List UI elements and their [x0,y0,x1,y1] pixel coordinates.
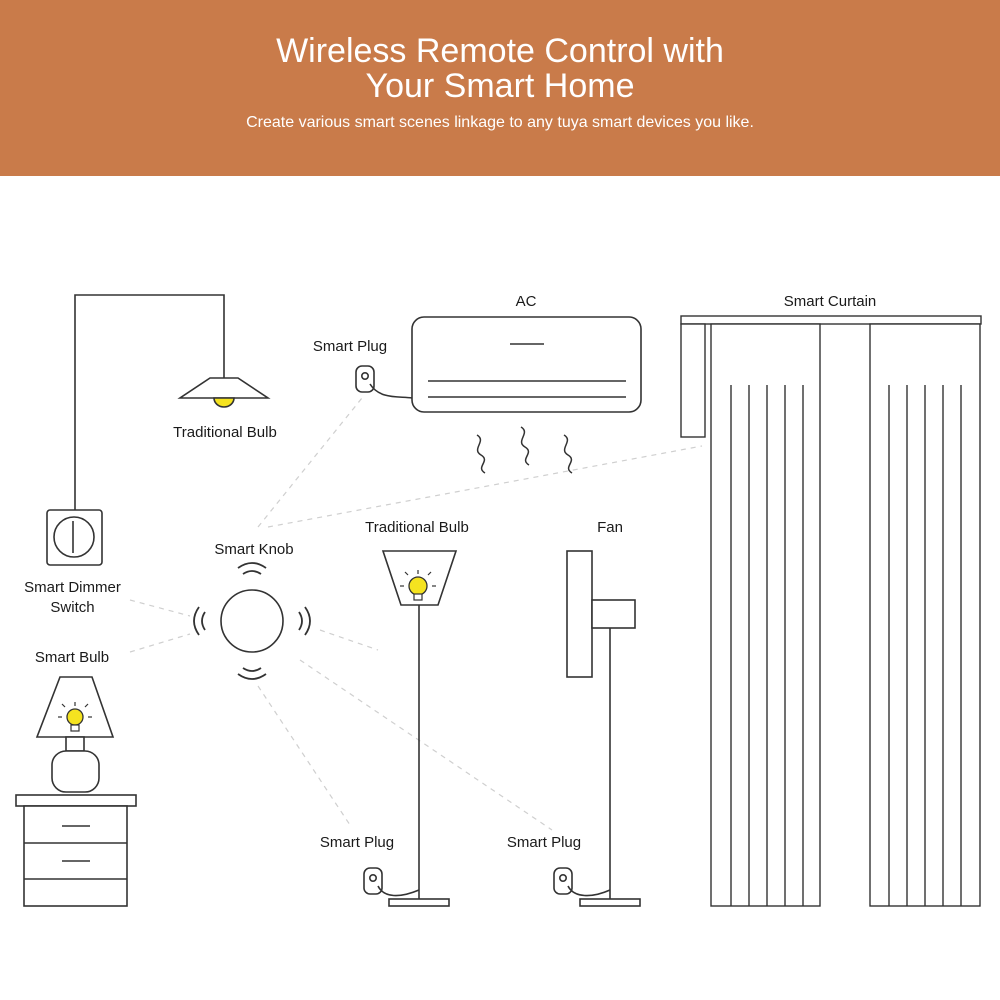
ac-unit-icon [411,316,642,413]
smart-knob-icon [220,589,284,653]
link-knob-fan-plug [299,659,553,831]
label-ac: AC [515,293,537,310]
label-fan: Fan [597,519,623,536]
link-knob-ac-plug [257,397,363,528]
label-traditional-bulb-floor: Traditional Bulb [365,519,469,536]
smart-curtain-icon [680,315,982,907]
nightstand-icon [15,794,137,907]
smart-plug-lamp-icon [363,867,420,897]
floor-lamp-bulb-icon [400,570,436,601]
header-banner [0,0,1000,176]
label-smart-dimmer-line2: Switch [50,599,95,616]
smart-plug-fan-icon [553,867,611,897]
pendant-light [74,294,271,510]
knob-signal-waves [193,562,311,680]
table-lamp-icon [35,676,115,793]
label-smart-bulb: Smart Bulb [34,649,110,666]
page-subtitle: Create various smart scenes linkage to a… [246,114,754,131]
smart-bulb-icon [58,702,92,732]
page-title-line1: Wireless Remote Control with [276,32,724,70]
page-title-line2: Your Smart Home [365,67,635,105]
fan-icon [566,550,641,907]
link-knob-lamp-plug [257,685,351,826]
label-smart-plug-lamp: Smart Plug [319,834,395,851]
label-smart-dimmer-line1: Smart Dimmer [24,579,121,596]
ac-airflow-icon [476,426,573,474]
dimmer-switch-icon [46,509,103,566]
floor-lamp-icon [381,550,458,907]
link-knob-curtain [267,445,703,528]
smart-plug-ac-icon [355,365,413,399]
link-knob-smart-bulb [129,633,191,653]
label-smart-knob: Smart Knob [214,541,294,558]
link-knob-floor-bulb [319,629,379,651]
label-smart-curtain: Smart Curtain [783,293,877,310]
pendant-bulb-icon [213,397,235,408]
label-traditional-bulb-top: Traditional Bulb [173,424,277,441]
link-knob-dimmer [129,599,191,617]
connection-lines [129,397,703,831]
label-smart-plug-fan: Smart Plug [506,834,582,851]
label-smart-plug-ac: Smart Plug [312,338,388,355]
